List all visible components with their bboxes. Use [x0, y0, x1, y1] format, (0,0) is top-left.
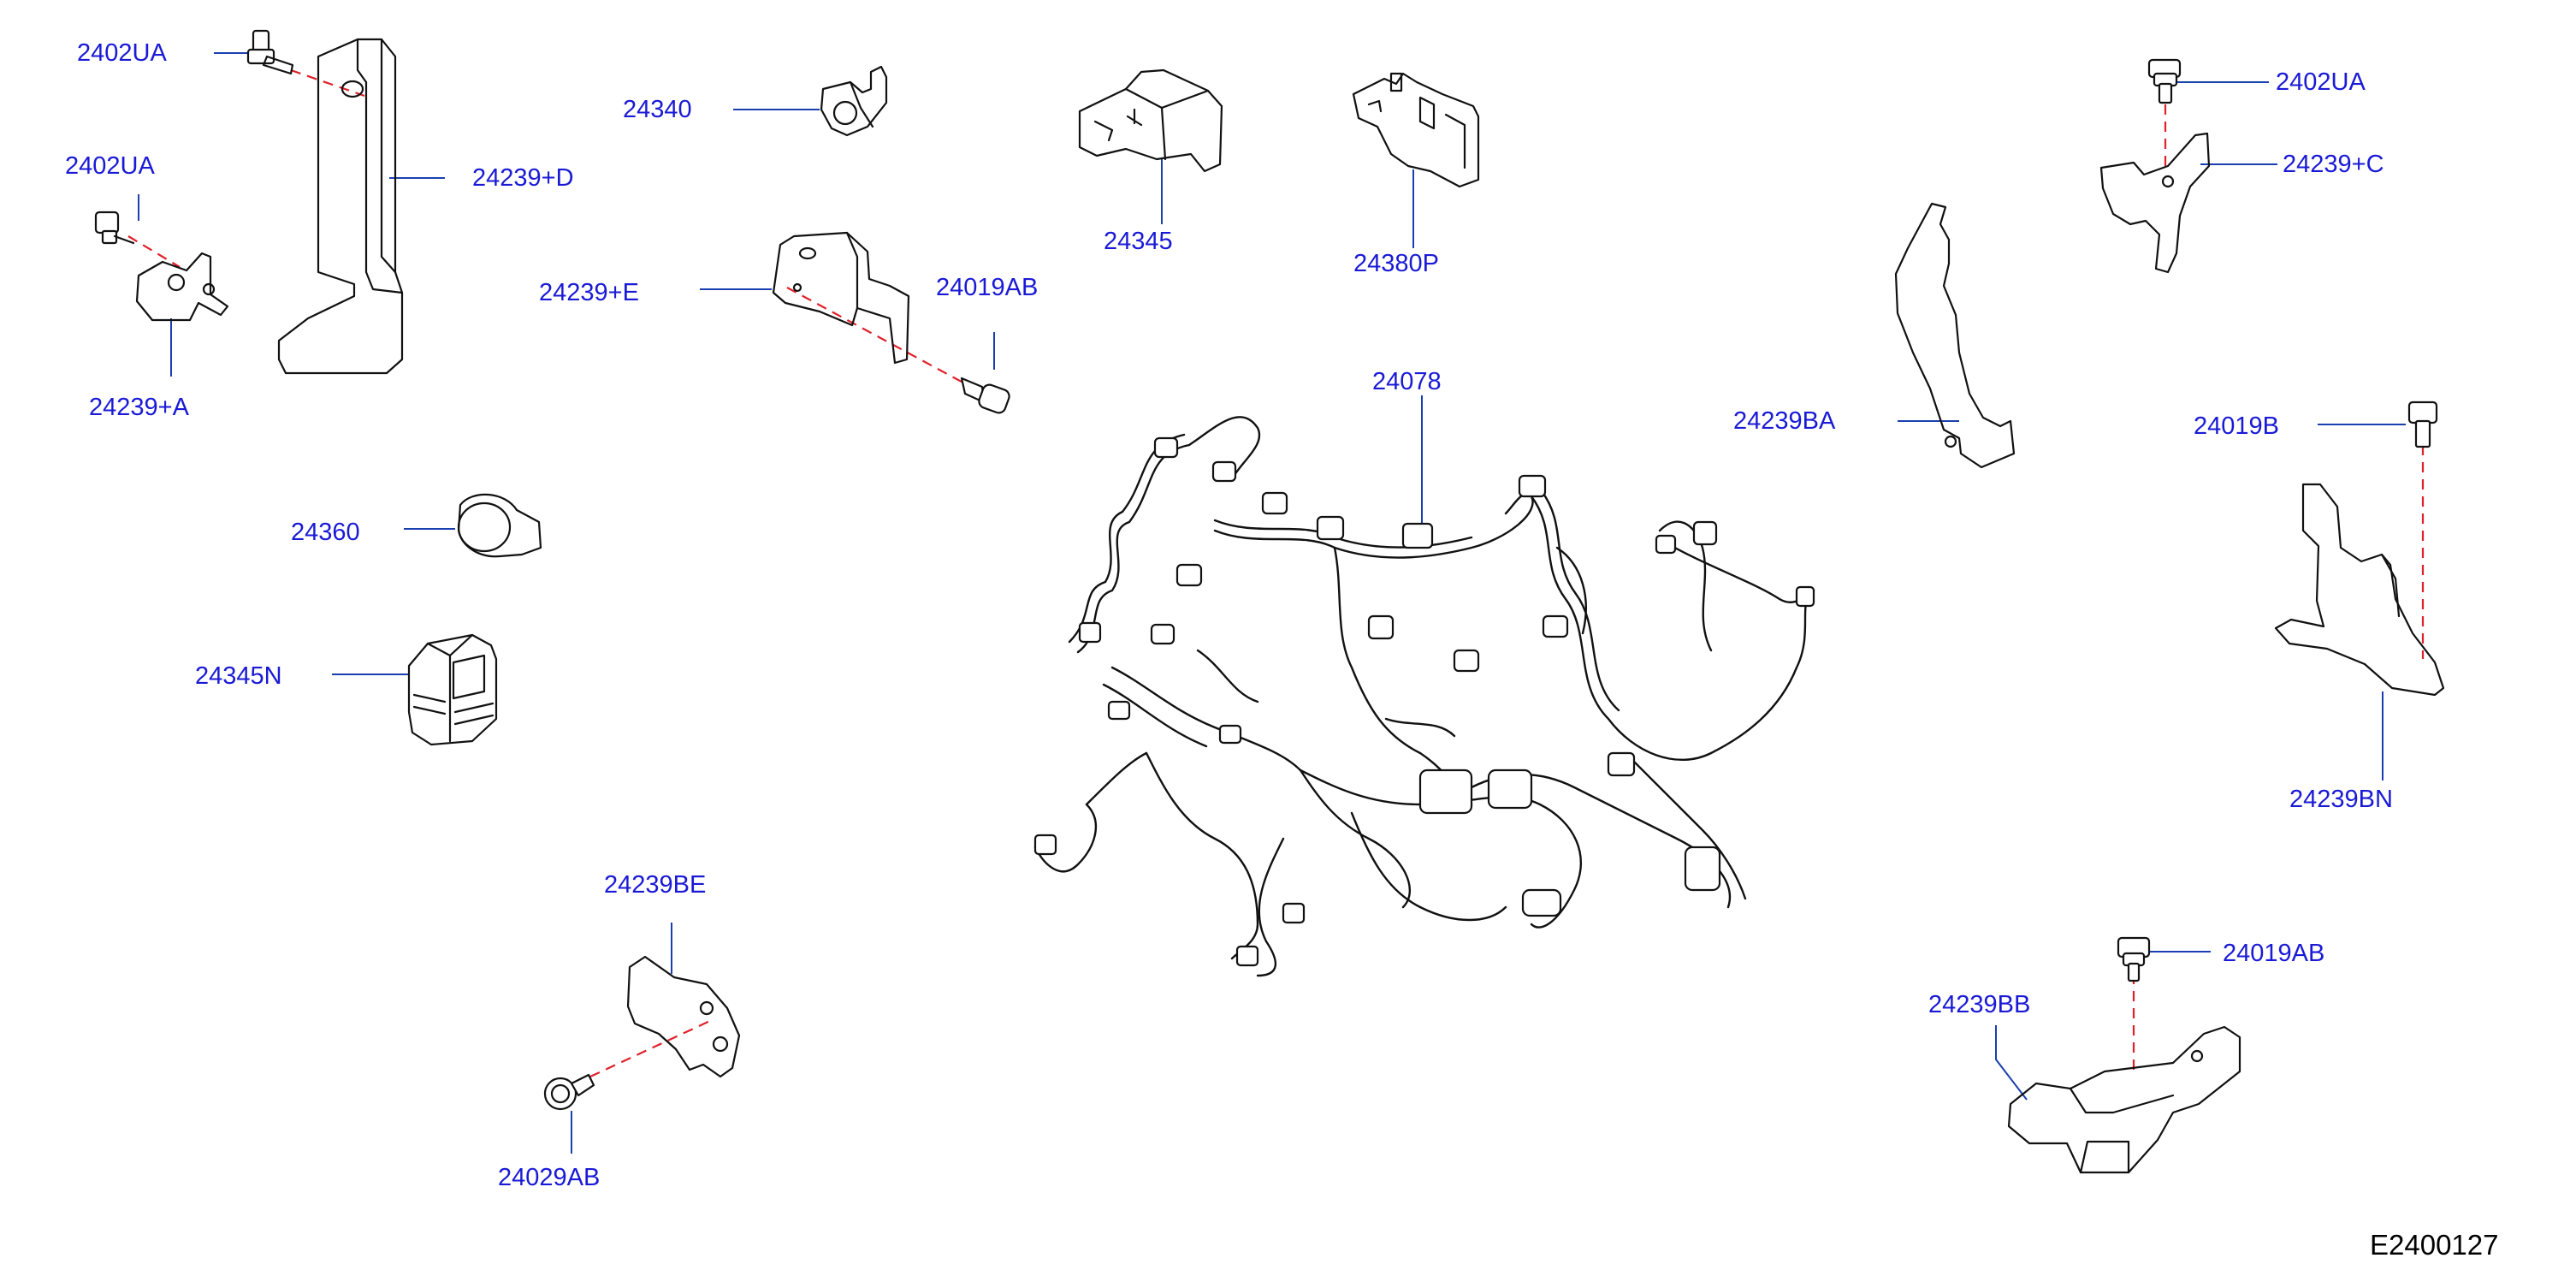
label-24029AB: 24029AB [498, 1164, 601, 1191]
label-24380P: 24380P [1353, 250, 1439, 277]
fuse-block-24380P-drawing [1352, 72, 1480, 188]
bracket-24239-C-drawing [2099, 132, 2211, 274]
label-24239-D: 24239+D [472, 164, 574, 192]
label-24360: 24360 [291, 519, 360, 546]
bolt-24029AB-drawing [543, 1073, 595, 1111]
bracket-24239BN-drawing [2274, 483, 2445, 697]
label-2402UA-top-left: 2402UA [77, 39, 167, 67]
bolt-2402UA-top-left-drawing [246, 29, 294, 75]
label-24340: 24340 [623, 96, 692, 123]
label-24239-A: 24239+A [89, 394, 189, 421]
bracket-24239BE-drawing [626, 955, 741, 1078]
label-24239BB: 24239BB [1928, 991, 2031, 1018]
label-24019AB-mid: 24019AB [936, 274, 1039, 301]
diagram-code: E2400127 [2370, 1229, 2499, 1261]
bracket-24239-E-drawing [772, 231, 910, 365]
label-24019B: 24019B [2194, 412, 2279, 440]
bolt-2402UA-right-drawing [2147, 58, 2182, 104]
relay-block-24345N-drawing [407, 633, 498, 746]
leader-lines [138, 52, 2406, 1154]
label-24239-C: 24239+C [2283, 151, 2384, 178]
label-24239BE: 24239BE [604, 871, 707, 899]
terminal-24340-drawing [820, 65, 888, 137]
wiring-harness-24078-drawing [1033, 416, 1815, 977]
cover-24345-drawing [1078, 68, 1223, 173]
bracket-24239BA-drawing [1894, 202, 2016, 469]
label-24239BN: 24239BN [2289, 786, 2393, 813]
label-24078: 24078 [1372, 368, 1442, 395]
label-24239BA: 24239BA [1733, 407, 1836, 435]
bracket-24239-D-drawing [277, 38, 404, 375]
bolt-24019B-drawing [2407, 401, 2438, 448]
bolt-24019AB-mid-drawing [960, 377, 1010, 414]
bolt-axes [127, 68, 2425, 1077]
label-2402UA-left: 2402UA [65, 152, 155, 180]
cap-24360-drawing [457, 493, 542, 558]
label-24345N: 24345N [195, 662, 282, 690]
bracket-24239BB-drawing [2007, 1025, 2241, 1174]
label-24345: 24345 [1104, 228, 1173, 255]
bolt-2402UA-left-drawing [94, 211, 135, 245]
label-24239-E: 24239+E [539, 279, 639, 306]
label-2402UA-right: 2402UA [2276, 68, 2366, 96]
bracket-24239-A-drawing [135, 252, 229, 322]
label-24019AB-right: 24019AB [2223, 940, 2325, 967]
bolt-24019AB-right-drawing [2117, 936, 2151, 982]
